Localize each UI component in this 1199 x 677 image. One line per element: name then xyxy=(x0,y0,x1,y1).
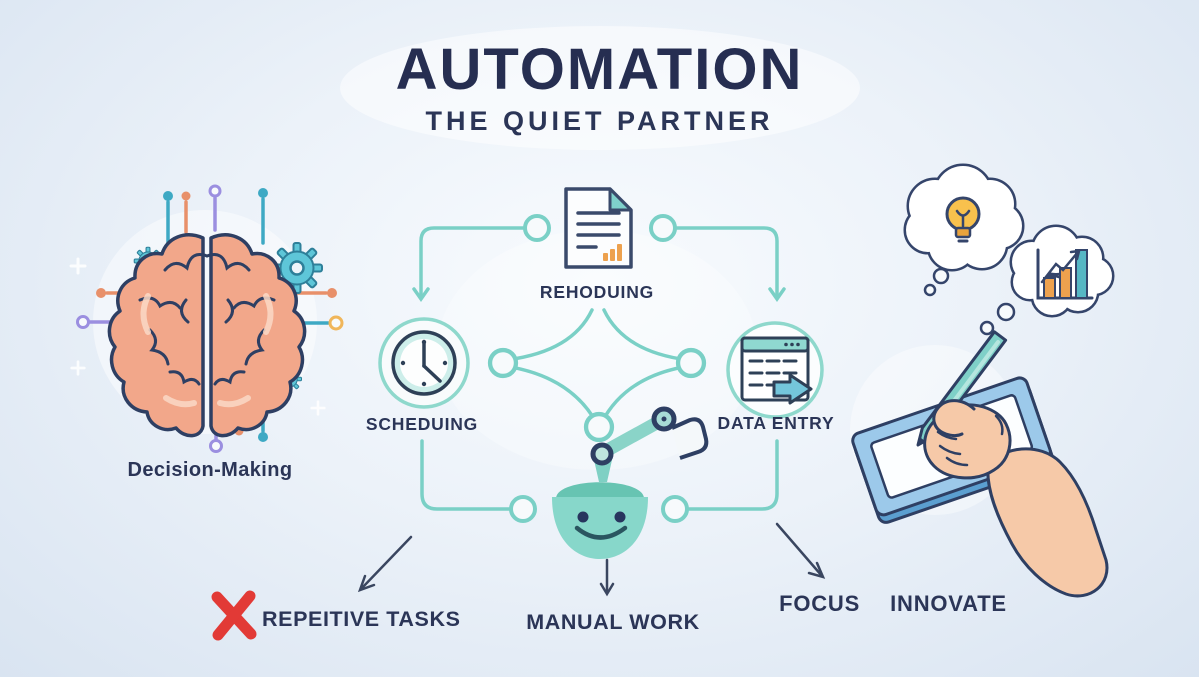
repetitive-tasks-label: REPEITIVE TASKS xyxy=(262,607,461,631)
focus-innovate-row: FOCUS INNOVATE xyxy=(748,591,1038,617)
thought-bubble-chart-icon xyxy=(923,224,1115,336)
brain-icon xyxy=(107,235,304,436)
manual-work-label: MANUAL WORK xyxy=(526,610,700,634)
page-title: AUTOMATION xyxy=(395,37,804,102)
data-entry-label: DATA ENTRY xyxy=(717,413,835,433)
thought-bubble-lightbulb-icon xyxy=(903,163,1025,272)
hand-icon xyxy=(923,399,1109,598)
flow-connectors xyxy=(412,226,786,511)
page-subtitle: THE QUIET PARTNER xyxy=(425,106,774,136)
spreadsheet-icon xyxy=(726,321,824,419)
robot-icon xyxy=(552,406,709,559)
innovate-label: INNOVATE xyxy=(890,591,1007,616)
clock-icon xyxy=(378,317,470,409)
red-x-icon xyxy=(211,590,257,641)
reporting-label: REHODUING xyxy=(539,282,655,302)
document-icon xyxy=(564,187,633,269)
scheduling-label: SCHEDUING xyxy=(365,414,479,434)
focus-label: FOCUS xyxy=(779,591,861,616)
outcome-arrows xyxy=(357,522,826,597)
decision-making-caption: Decision-Making xyxy=(127,459,293,481)
